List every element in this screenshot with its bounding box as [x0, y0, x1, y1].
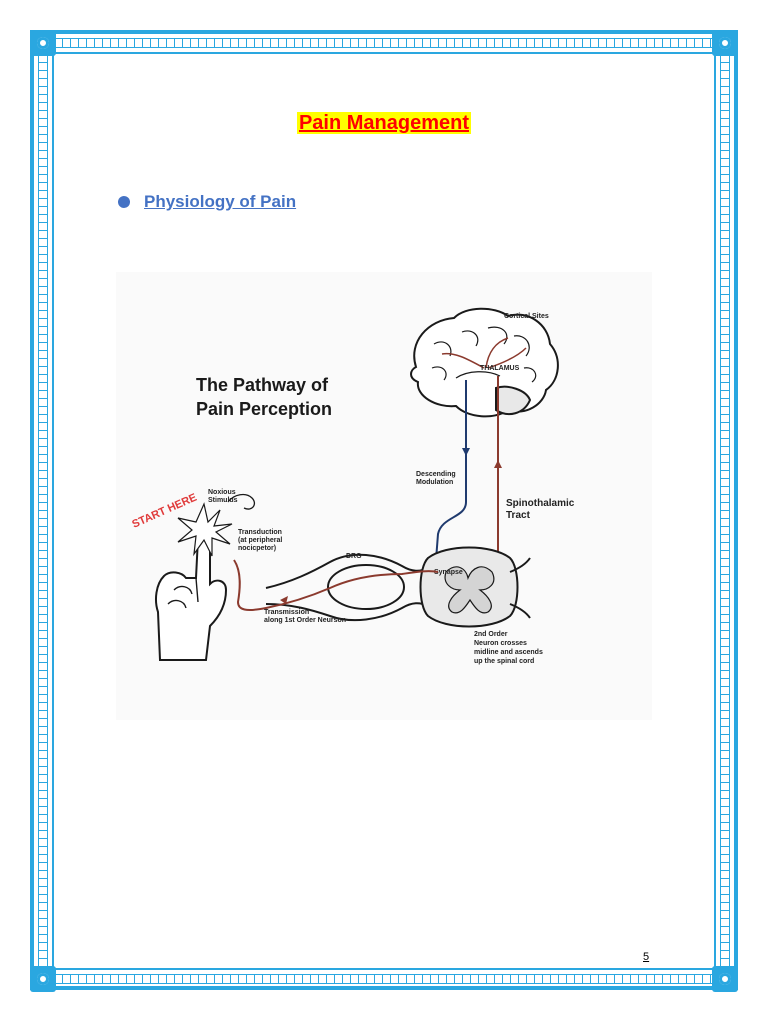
- grey-matter-shape: [444, 566, 495, 614]
- burst-icon: [177, 502, 233, 557]
- label-transduction-line2: (at peripheral: [238, 537, 282, 544]
- label-drg: DRG: [346, 553, 362, 560]
- figure-title-line1: The Pathway of: [196, 375, 329, 395]
- document-title: Pain Management: [296, 112, 472, 134]
- label-spinothalamic-line1: Spinothalamic: [506, 498, 575, 509]
- cortical-arrows: [441, 337, 527, 369]
- label-descending-line2: Modulation: [416, 479, 453, 486]
- frame-corner-icon: [30, 966, 56, 992]
- descending-arrow-icon: [462, 448, 470, 456]
- label-second-order-line1: 2nd Order: [474, 631, 508, 638]
- first-order-neuron-line: [233, 559, 439, 611]
- page-frame-band-bottom: [38, 974, 730, 984]
- page-frame-band-right: [720, 38, 730, 984]
- label-second-order-line2: Neuron crosses: [474, 640, 527, 647]
- page-frame-inner: [52, 52, 716, 970]
- hand-illustration: [155, 528, 228, 661]
- label-second-order-line3: midline and ascends: [474, 649, 543, 656]
- pain-pathway-diagram: The Pathway of Pain Perception Cortical …: [130, 307, 575, 665]
- label-spinothalamic-line2: Tract: [506, 510, 531, 521]
- page-frame-outer: [30, 30, 738, 990]
- bullet-dot-icon: [118, 196, 130, 208]
- noxious-squiggle-icon: [227, 493, 256, 510]
- label-synapse: Synapse: [434, 569, 463, 576]
- frame-corner-icon: [30, 30, 56, 56]
- page-frame-band-left: [38, 38, 48, 984]
- label-thalamus: THALAMUS: [480, 365, 520, 372]
- label-transmission-line2: along 1st Order Neurson: [264, 617, 346, 624]
- page-frame-band-top: [38, 38, 730, 48]
- section-heading: Physiology of Pain: [144, 192, 297, 211]
- label-descending-line1: Descending: [416, 471, 456, 478]
- label-cortical-sites: Cortical Sites: [504, 313, 549, 320]
- label-transmission-line1: Transmission: [264, 609, 309, 616]
- label-noxious-line1: Noxious: [208, 489, 236, 496]
- page-number: 5: [643, 951, 650, 963]
- label-noxious-line2: Stimulus: [208, 497, 238, 504]
- section-heading-row: Physiology of Pain: [118, 192, 296, 212]
- transmission-arrow-icon: [280, 596, 288, 604]
- descending-pathway-line: [435, 380, 467, 561]
- brain-illustration: [410, 307, 559, 418]
- ascending-arrow-icon: [494, 460, 502, 468]
- figure-title-line2: Pain Perception: [196, 399, 332, 419]
- frame-corner-icon: [712, 30, 738, 56]
- label-transduction-line3: nocicpetor): [238, 545, 276, 552]
- document-title-block: Pain Management: [0, 112, 768, 135]
- label-transduction-line1: Transduction: [238, 529, 282, 536]
- frame-corner-icon: [712, 966, 738, 992]
- pain-pathway-figure: The Pathway of Pain Perception Cortical …: [116, 272, 652, 720]
- label-second-order-line4: up the spinal cord: [474, 658, 534, 665]
